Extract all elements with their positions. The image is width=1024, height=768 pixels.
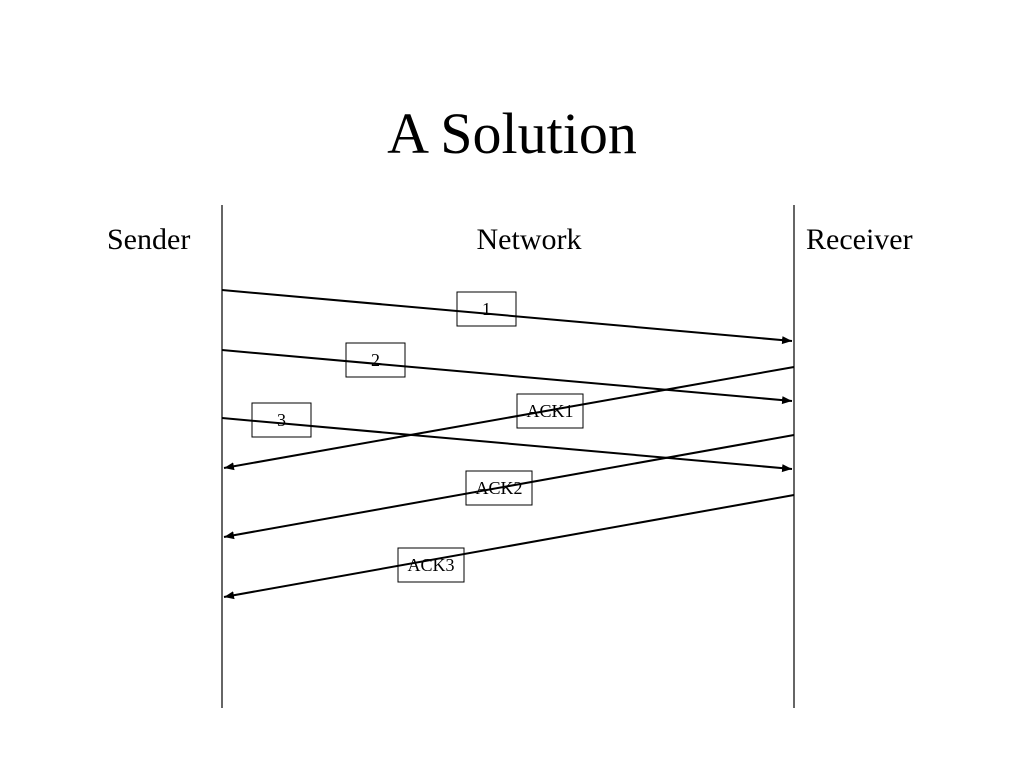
message-label-box-ack3: ACK3 xyxy=(397,547,465,583)
network-label: Network xyxy=(476,223,582,256)
message-label-box-1: 1 xyxy=(456,291,517,327)
sender-label: Sender xyxy=(107,223,191,256)
message-label-frame xyxy=(456,291,517,327)
message-arrow-1 xyxy=(221,289,793,345)
message-label-frame xyxy=(465,470,533,506)
message-label-frame xyxy=(516,393,584,429)
message-label-box-2: 2 xyxy=(345,342,406,378)
message-arrow-ack3 xyxy=(223,494,795,600)
receiver-label: Receiver xyxy=(806,223,913,256)
message-label-text: 3 xyxy=(277,410,286,430)
message-label-text: ACK1 xyxy=(526,401,573,421)
message-arrow-2 xyxy=(221,349,793,405)
message-arrow-ack1 xyxy=(223,366,795,471)
slide-title: A Solution xyxy=(387,101,637,166)
message-label-text: 1 xyxy=(482,299,491,319)
message-label-text: ACK2 xyxy=(475,478,522,498)
message-label-box-3: 3 xyxy=(251,402,312,438)
message-label-frame xyxy=(251,402,312,438)
message-label-text: ACK3 xyxy=(407,555,454,575)
message-arrow-ack2 xyxy=(223,434,795,540)
message-arrow-3 xyxy=(221,417,793,473)
message-label-text: 2 xyxy=(371,350,380,370)
message-label-frame xyxy=(345,342,406,378)
message-label-frame xyxy=(397,547,465,583)
message-label-box-ack1: ACK1 xyxy=(516,393,584,429)
message-label-box-ack2: ACK2 xyxy=(465,470,533,506)
